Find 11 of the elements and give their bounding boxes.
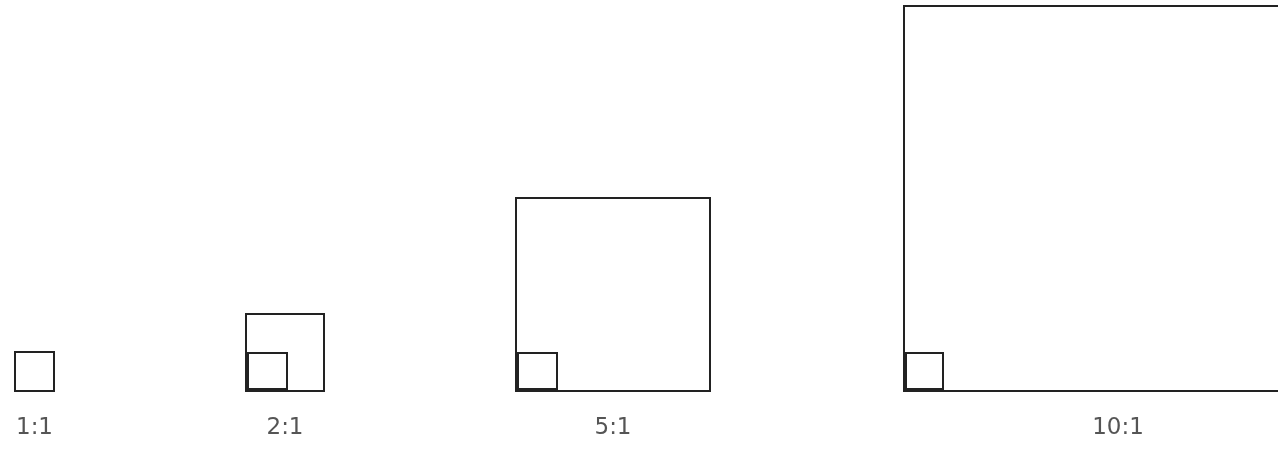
square-outline <box>515 197 711 392</box>
square-outline <box>247 352 288 390</box>
square-outline <box>517 352 558 390</box>
square-outline <box>905 352 944 390</box>
scale-ratio-label: 1:1 <box>16 415 53 438</box>
square-outline <box>245 313 325 392</box>
scale-ratio-label: 10:1 <box>1092 415 1144 438</box>
square-outline <box>14 351 55 392</box>
square-outline <box>903 5 1278 392</box>
scale-ratio-label: 5:1 <box>594 415 632 438</box>
scale-ratio-label: 2:1 <box>266 415 304 438</box>
